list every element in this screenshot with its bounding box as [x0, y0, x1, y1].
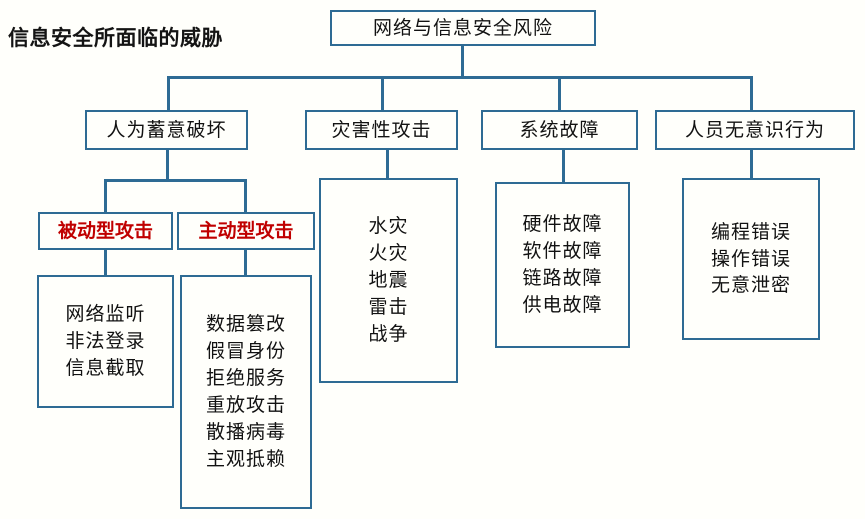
leaf-item: 链路故障: [522, 267, 603, 289]
node-branch-system-fault-label: 系统故障: [519, 118, 600, 141]
connector-drop-branch-2: [381, 76, 384, 111]
node-root-label: 网络与信息安全风险: [372, 16, 553, 39]
connector-root-stem: [461, 46, 464, 78]
leaf-item: 数据篡改: [205, 313, 286, 336]
connector-drop-branch-1: [167, 76, 170, 111]
node-branch-human-sabotage-label: 人为蓄意破坏: [106, 118, 227, 141]
leaf-item: 假冒身份: [205, 340, 286, 363]
node-passive-attack[interactable]: 被动型攻击: [38, 212, 173, 250]
connector-drop-passive: [104, 179, 107, 213]
leaf-item: 水灾: [368, 215, 409, 238]
connector-attack-types-bus: [104, 179, 247, 182]
node-passive-attack-label: 被动型攻击: [57, 219, 153, 242]
node-branch-disaster[interactable]: 灾害性攻击: [305, 110, 458, 150]
leafbox-passive-attacks[interactable]: 网络监听 非法登录 信息截取: [37, 275, 174, 408]
node-branch-disaster-label: 灾害性攻击: [331, 118, 432, 141]
node-branch-human-error[interactable]: 人员无意识行为: [655, 110, 855, 150]
leafbox-human-errors[interactable]: 编程错误 操作错误 无意泄密: [682, 178, 820, 340]
leaf-item: 雷击: [368, 295, 409, 318]
connector-stem-active: [244, 250, 247, 276]
connector-drop-branch-3: [558, 76, 561, 111]
leaf-item: 拒绝服务: [205, 367, 286, 390]
leafbox-disaster-attacks[interactable]: 水灾 火灾 地震 雷击 战争: [319, 178, 458, 383]
node-branch-human-sabotage[interactable]: 人为蓄意破坏: [85, 110, 248, 150]
connector-stem-human-sabotage: [166, 150, 169, 180]
leaf-item: 火灾: [368, 242, 409, 265]
connector-stem-system-fault: [562, 150, 565, 183]
leaf-item: 地震: [368, 269, 409, 292]
node-active-attack-label: 主动型攻击: [198, 219, 294, 242]
leaf-item: 操作错误: [710, 247, 791, 270]
leafbox-active-attacks[interactable]: 数据篡改 假冒身份 拒绝服务 重放攻击 散播病毒 主观抵赖: [180, 275, 312, 509]
connector-stem-human-error: [750, 150, 753, 179]
leaf-item: 无意泄密: [710, 274, 791, 297]
node-branch-human-error-label: 人员无意识行为: [684, 118, 825, 141]
leaf-item: 非法登录: [65, 330, 146, 353]
node-branch-system-fault[interactable]: 系统故障: [481, 110, 638, 150]
node-root[interactable]: 网络与信息安全风险: [330, 10, 596, 46]
leaf-item: 供电故障: [522, 293, 603, 316]
connector-level1-bus: [167, 76, 753, 79]
connector-stem-passive: [104, 250, 107, 276]
page-title: 信息安全所面临的威胁: [8, 26, 223, 50]
leaf-item: 软件故障: [522, 240, 603, 263]
connector-drop-active: [244, 179, 247, 213]
node-active-attack[interactable]: 主动型攻击: [177, 212, 315, 250]
leaf-item: 重放攻击: [205, 394, 286, 416]
leaf-item: 散播病毒: [205, 420, 286, 443]
connector-drop-branch-4: [750, 76, 753, 111]
leaf-item: 编程错误: [710, 220, 791, 243]
leafbox-system-faults[interactable]: 硬件故障 软件故障 链路故障 供电故障: [495, 182, 630, 348]
leaf-item: 硬件故障: [522, 213, 603, 236]
leaf-item: 主观抵赖: [205, 447, 286, 470]
leaf-item: 战争: [368, 322, 409, 345]
connector-stem-disaster: [386, 150, 389, 179]
leaf-item: 网络监听: [65, 303, 146, 326]
leaf-item: 信息截取: [65, 356, 146, 379]
